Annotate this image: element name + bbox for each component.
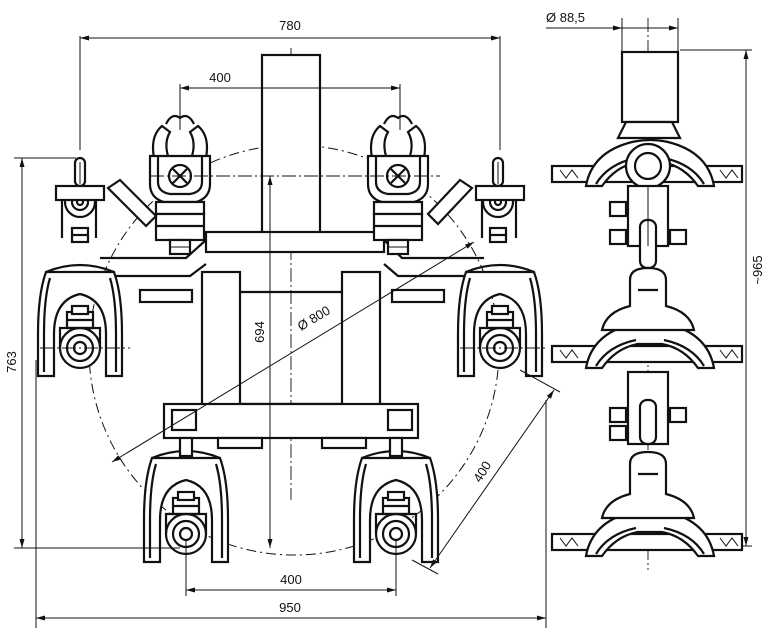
dim-diameter-800: Ø 800 [295,303,333,334]
front-view [36,48,548,564]
upper-left-clamp [148,114,212,256]
dim-694: 694 [252,321,267,343]
dim-950: 950 [279,600,301,615]
dim-763: 763 [4,351,19,373]
dim-780: 780 [279,18,301,33]
central-tube [260,53,322,253]
dim-diameter-88-5: Ø 88,5 [546,10,585,25]
right-clamp [456,263,544,378]
dim-400-bottom: 400 [280,572,302,587]
side-view: Ø 88,5 ~965 [546,10,765,570]
upper-right-clamp [366,114,430,256]
dim-400-top: 400 [209,70,231,85]
left-clamp [36,263,124,378]
dim-965: ~965 [750,255,765,284]
dimensions: 780 400 763 694 Ø 800 400 400 950 [4,18,561,628]
side-tube [620,50,680,124]
